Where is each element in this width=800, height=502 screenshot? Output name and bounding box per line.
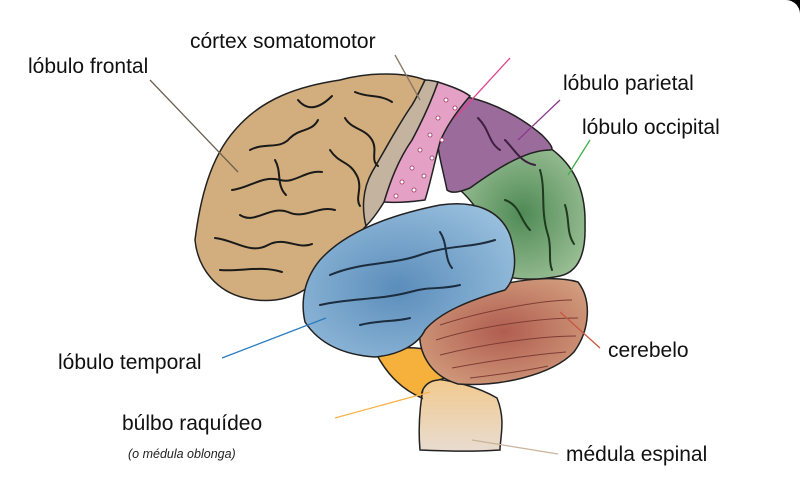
frontal-sulci — [214, 91, 393, 273]
label-medula: médula espinal — [566, 443, 708, 466]
label-somatomotor: córtex somatomotor — [190, 30, 376, 53]
leader-occipital — [567, 139, 591, 176]
frontal-region — [194, 73, 427, 302]
label-bulbo: búlbo raquídeo — [122, 412, 263, 435]
leader-bulbo — [334, 391, 431, 419]
label-bulbo-sub: (o médula oblonga) — [128, 447, 236, 461]
leader-sensory — [454, 57, 511, 119]
leader-cerebelo — [559, 311, 601, 349]
leader-parietal — [517, 99, 561, 141]
temporal-region — [302, 203, 516, 358]
cerebelo-folds — [435, 299, 579, 379]
sensory-dots — [393, 97, 458, 199]
occipital-sulci — [504, 169, 575, 271]
label-cerebelo: cerebelo — [608, 339, 689, 362]
label-frontal: lóbulo frontal — [28, 55, 149, 78]
leader-temporal — [221, 317, 327, 359]
leader-lines — [149, 54, 601, 455]
label-temporal: lóbulo temporal — [58, 351, 202, 374]
leader-somatomotor — [394, 54, 421, 101]
parietal-sulci — [477, 117, 536, 166]
label-parietal: lóbulo parietal — [563, 72, 694, 95]
medula-region — [418, 377, 503, 452]
leader-medula — [471, 439, 559, 455]
temporal-sulci — [319, 231, 496, 326]
leader-frontal — [149, 79, 239, 173]
label-occipital: lóbulo occipital — [582, 116, 720, 139]
